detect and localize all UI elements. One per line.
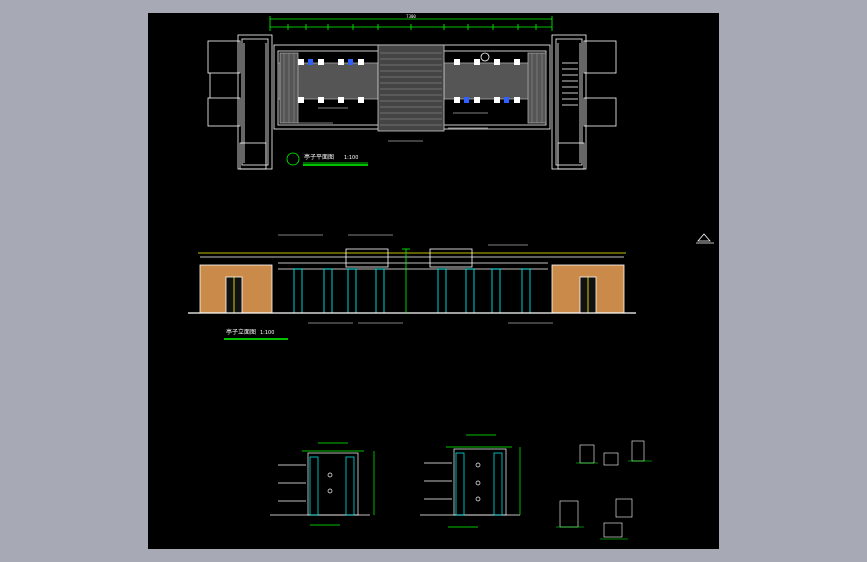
pergola-center-deck <box>377 44 445 132</box>
plan-dim-ticks <box>287 24 537 30</box>
plan-total-dim: 7300 <box>406 14 416 19</box>
section-detail-left <box>270 442 375 526</box>
elevation-title: 亭子立面图 <box>226 328 256 336</box>
elevation-columns <box>293 268 531 314</box>
plan-view: 7300 <box>207 14 617 170</box>
right-stair-treads <box>562 62 578 106</box>
plan-leaders <box>298 107 488 142</box>
drawing-svg: 7300 <box>188 14 714 540</box>
center-deck-hatch <box>380 52 442 126</box>
north-arrow-icon <box>696 233 714 244</box>
cad-drawing-canvas[interactable]: 7300 <box>148 13 719 549</box>
section-symbol-icon <box>480 52 490 62</box>
elevation-scale: 1:100 <box>260 330 274 336</box>
elevation-leaders <box>278 234 553 324</box>
side-strip-hatch <box>283 53 543 123</box>
elevation-view <box>188 233 714 340</box>
section-detail-right <box>420 434 521 528</box>
plan-scale: 1:100 <box>344 155 358 161</box>
plan-columns <box>298 59 520 103</box>
plan-title: 亭子平面图 <box>304 153 334 161</box>
plan-column-blue <box>308 59 509 103</box>
small-details <box>556 440 652 540</box>
plan-title-marker <box>286 152 300 166</box>
